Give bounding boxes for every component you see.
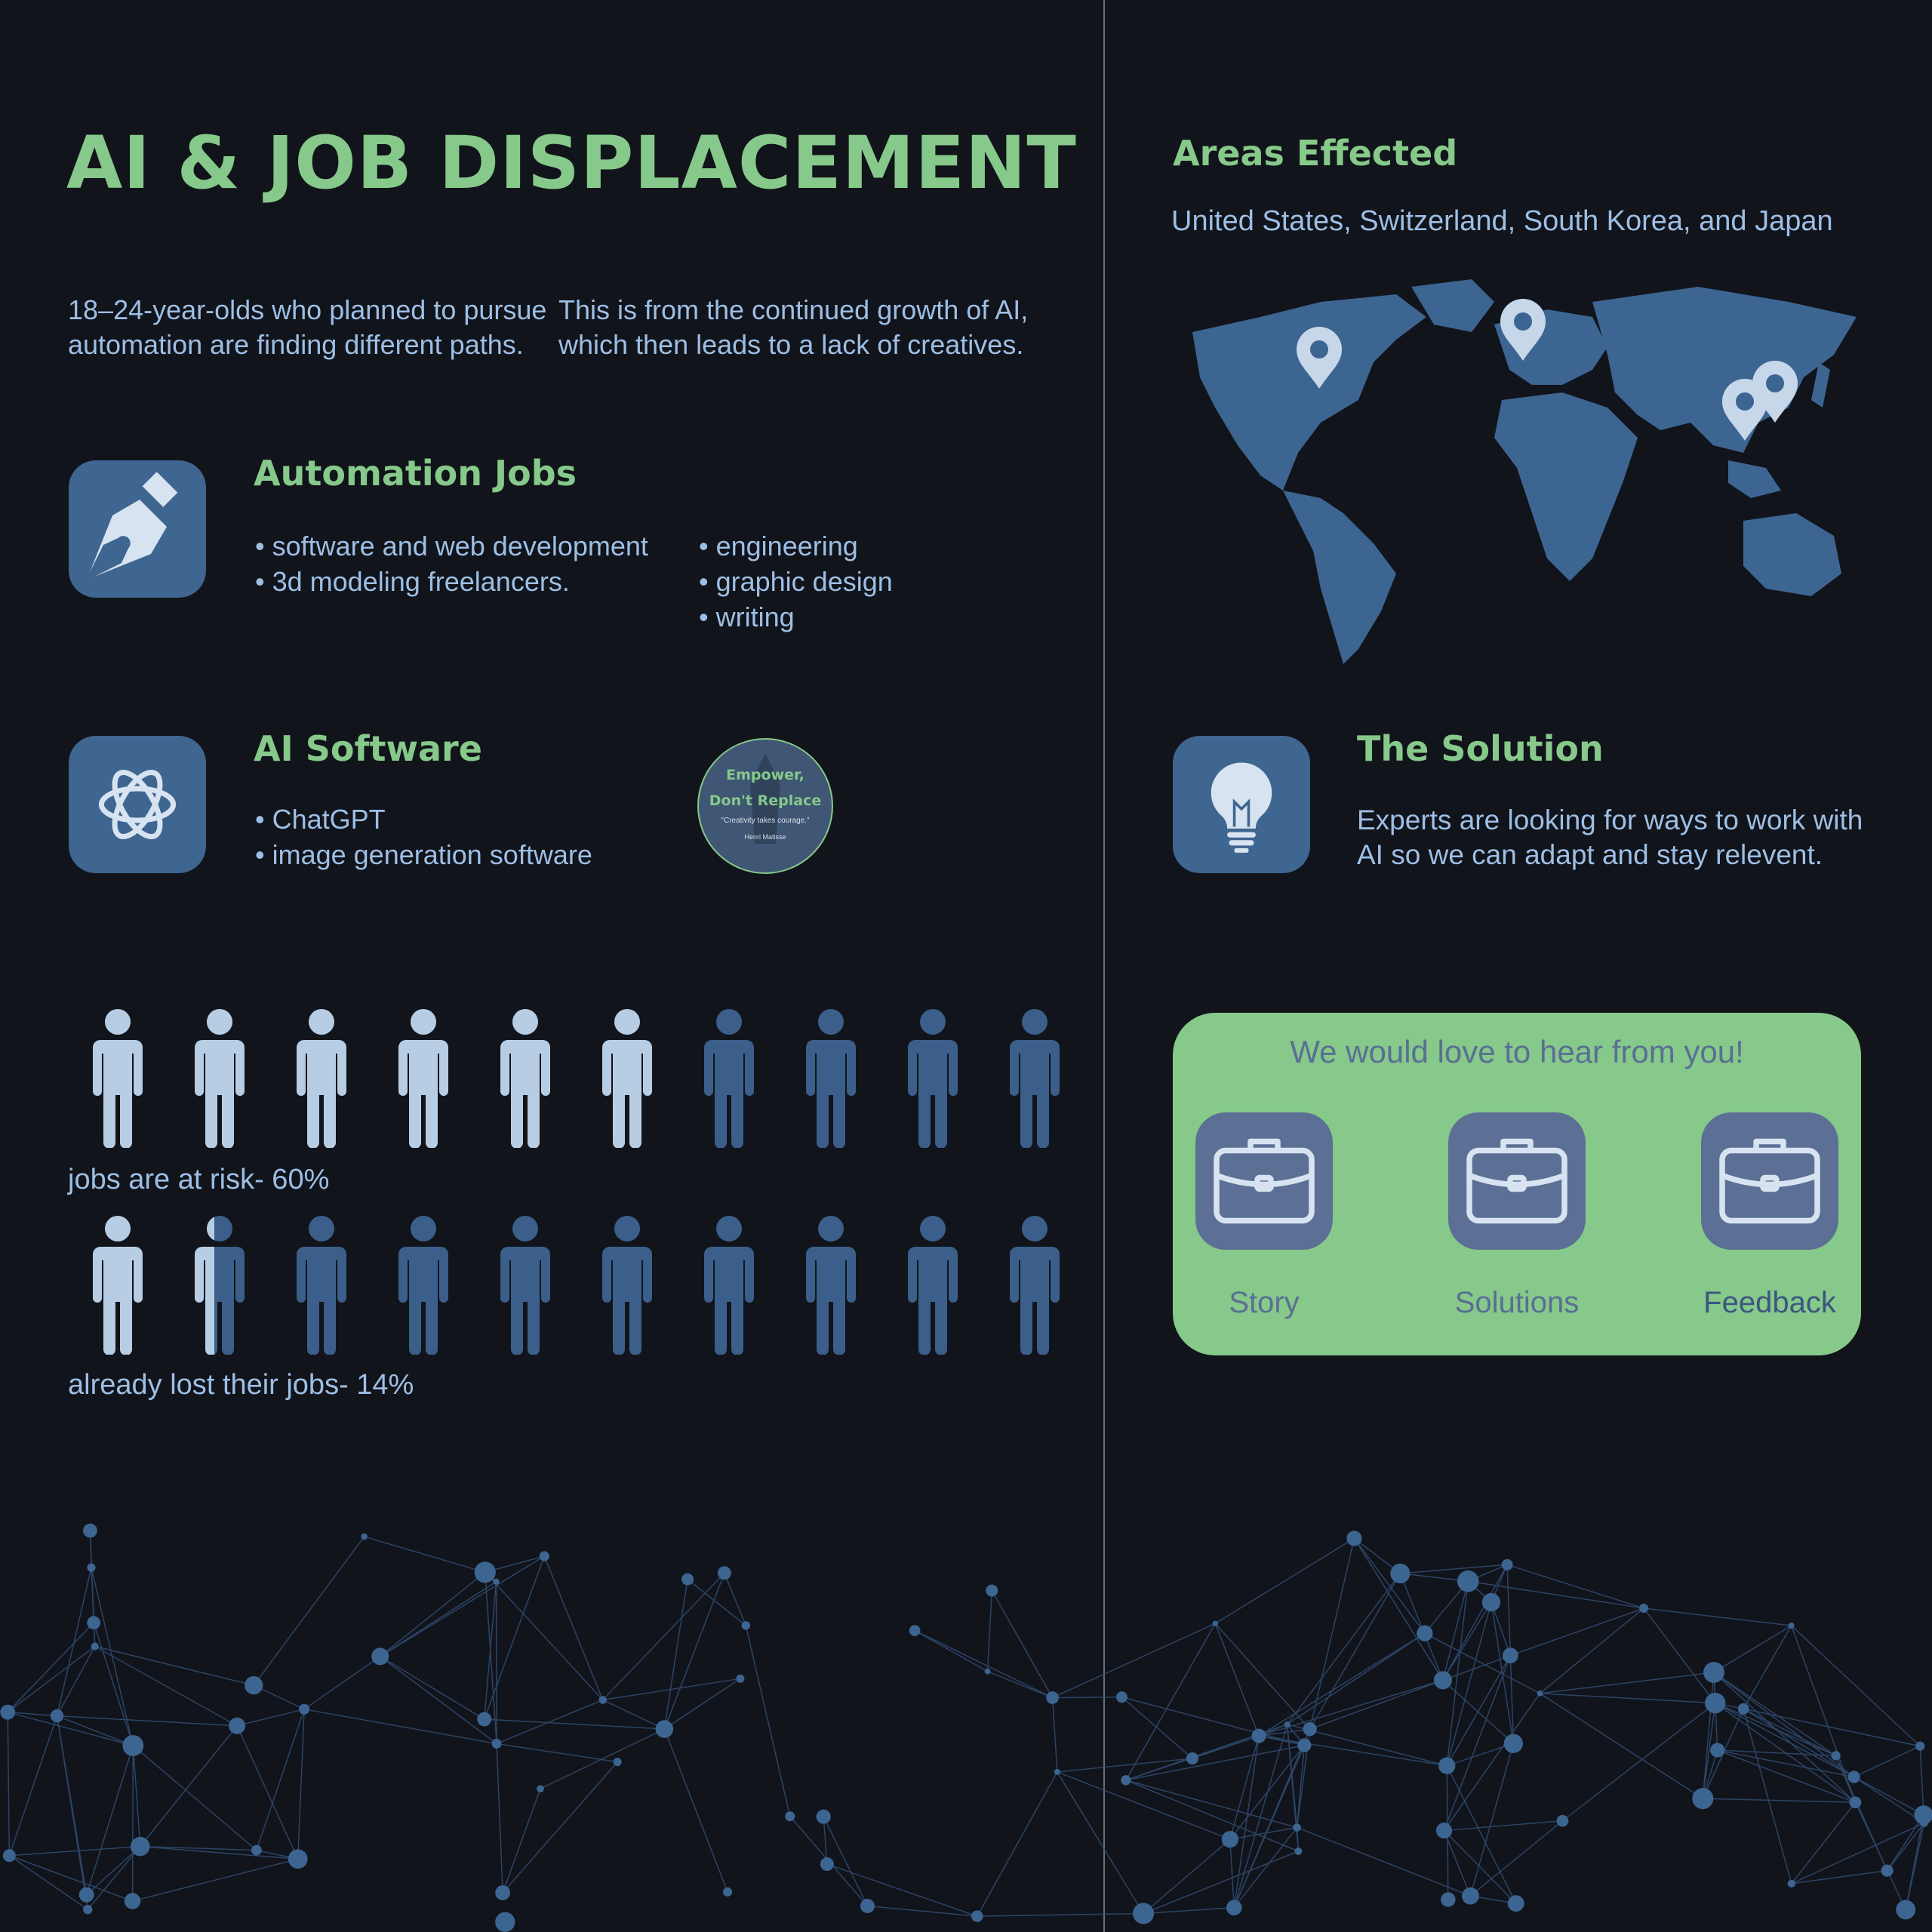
pen-nib-watermark-icon [750,753,780,844]
solution-text-line: AI so we can adapt and stay relevent. [1357,839,1823,870]
person-figure [66,1008,168,1152]
person-figure [983,1008,1085,1152]
person-figure [270,1008,372,1152]
person-icon [1009,1216,1060,1355]
person-figure [168,1008,270,1152]
automation-list-1: software and web development 3d modeling… [255,528,648,599]
empower-badge: Empower, Don't Replace "Creativity takes… [697,738,833,874]
person-icon [500,1216,550,1355]
solution-icon-tile [1173,736,1310,873]
person-icon [296,1216,346,1355]
badge-author: Henri Matisse [744,833,786,841]
solution-heading: The Solution [1357,728,1604,769]
areas-countries: United States, Switzerland, South Korea,… [1171,205,1833,237]
list-item: image generation software [255,837,592,872]
person-figure [270,1215,372,1358]
person-figure [678,1008,780,1152]
automation-heading: Automation Jobs [254,453,577,494]
lost-jobs-pictograph [66,1215,1085,1358]
person-icon [194,1009,245,1148]
person-icon [703,1009,754,1148]
person-icon [398,1009,448,1148]
areas-heading: Areas Effected [1173,133,1458,174]
story-label[interactable]: Story [1229,1286,1300,1319]
page-title: AI & JOB DISPLACEMENT [66,121,1077,205]
ai-software-heading: AI Software [254,728,482,769]
location-markers [1297,299,1798,441]
automation-icon-tile [69,460,206,598]
feedback-button[interactable] [1701,1112,1838,1250]
badge-quote: "Creativity takes courage." [721,817,810,825]
list-item: engineering [699,528,893,564]
feedback-label[interactable]: Feedback [1703,1286,1836,1319]
person-icon [805,1009,856,1148]
person-icon [1009,1009,1060,1148]
person-icon [703,1216,754,1355]
person-icon [805,1216,856,1355]
person-figure [780,1215,881,1358]
contact-title: We would love to hear from you! [1290,1034,1744,1069]
person-figure [678,1215,780,1358]
person-figure [881,1215,983,1358]
center-divider [1103,0,1105,1932]
list-item: writing [699,599,893,635]
badge-line-2: Don't Replace [709,792,822,809]
intro-left-line: 18–24-year-olds who planned to pursue [68,294,547,325]
intro-right: This is from the continued growth of AI,… [558,293,1028,362]
briefcase-icon [1466,1138,1567,1224]
solutions-label[interactable]: Solutions [1454,1286,1580,1319]
person-icon [601,1216,652,1355]
intro-right-line: which then leads to a lack of creatives. [558,329,1024,360]
badge-line-1: Empower, [726,767,804,783]
person-figure [881,1008,983,1152]
list-item: ChatGPT [255,801,592,837]
japan-map-marker-icon [1752,361,1798,423]
briefcase-icon [1719,1138,1820,1224]
person-icon [500,1009,550,1148]
person-figure [576,1215,678,1358]
solution-text: Experts are looking for ways to work wit… [1357,803,1863,872]
person-figure [372,1215,474,1358]
at-risk-pictograph [66,1008,1085,1152]
person-icon [92,1009,143,1148]
solutions-button[interactable] [1448,1112,1586,1250]
us-map-marker-icon [1297,327,1342,389]
person-figure [372,1008,474,1152]
list-item: software and web development [255,528,648,564]
automation-list-2: engineering graphic design writing [699,528,893,635]
intro-right-line: This is from the continued growth of AI, [558,294,1029,325]
person-figure [168,1215,270,1358]
person-icon [907,1009,958,1148]
network-background [0,1523,1932,1932]
person-figure [780,1008,881,1152]
story-button[interactable] [1195,1112,1333,1250]
person-figure [474,1215,576,1358]
person-icon [296,1009,346,1148]
switzerland-map-marker-icon [1500,299,1546,361]
solution-text-line: Experts are looking for ways to work wit… [1357,804,1863,835]
list-item: 3d modeling freelancers. [255,564,648,599]
person-figure [576,1008,678,1152]
person-figure [983,1215,1085,1358]
lost-jobs-caption: already lost their jobs- 14% [68,1369,414,1401]
person-icon [398,1216,448,1355]
person-icon [907,1216,958,1355]
person-icon [92,1216,143,1355]
intro-left: 18–24-year-olds who planned to pursue au… [68,293,546,362]
person-icon [194,1216,245,1355]
list-item: graphic design [699,564,893,599]
world-map [1192,279,1857,664]
at-risk-caption: jobs are at risk- 60% [68,1164,330,1195]
intro-left-line: automation are finding different paths. [68,329,524,360]
ai-software-list: ChatGPT image generation software [255,801,592,872]
person-figure [474,1008,576,1152]
contact-card: We would love to hear from you! Story So… [1173,1013,1861,1355]
lightbulb-icon [1211,762,1272,853]
pen-nib-icon [90,472,178,577]
ai-software-icon-tile [69,736,206,873]
person-figure [66,1215,168,1358]
openai-logo-icon [98,769,177,840]
briefcase-icon [1214,1138,1315,1224]
person-icon [601,1009,652,1148]
